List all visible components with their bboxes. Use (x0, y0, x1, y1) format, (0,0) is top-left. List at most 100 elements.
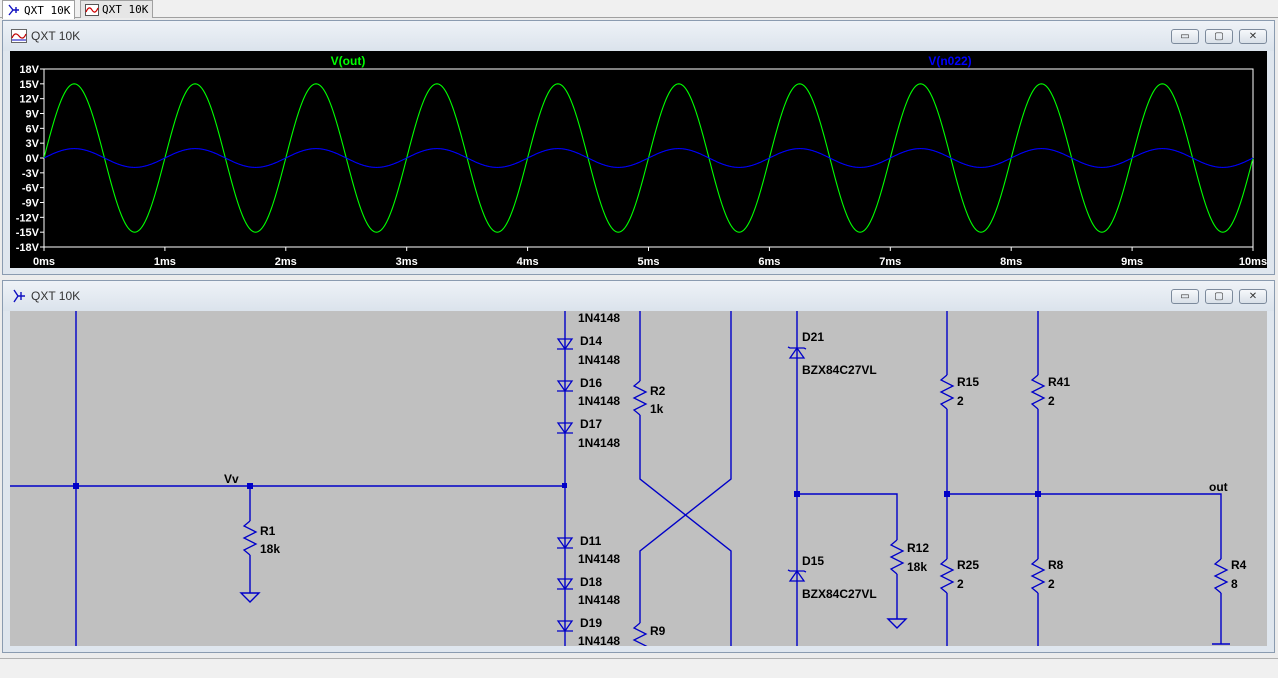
component-ref: D16 (580, 376, 602, 390)
resistor-r8[interactable]: R8 2 (1030, 558, 1064, 594)
component-ref: D18 (580, 575, 602, 589)
minimize-button[interactable]: ▭ (1171, 29, 1199, 44)
component-value: 1N4148 (578, 593, 620, 607)
schematic-window: QXT 10K ▭ ▢ ✕ .w { stroke: #0000c8; stro… (2, 280, 1275, 653)
waveform-icon (85, 3, 99, 16)
component-value: 1N4148 (578, 436, 620, 450)
ground-icon (239, 592, 261, 603)
tab-label: QXT 10K (24, 3, 71, 17)
net-label-out: out (1209, 480, 1228, 494)
component-ref: R8 (1048, 558, 1064, 572)
x-tick-label: 2ms (275, 256, 297, 268)
component-value: 18k (260, 542, 280, 556)
diode-d19[interactable]: D19 1N4148 (556, 616, 620, 646)
schematic-drawing[interactable]: .w { stroke: #0000c8; stroke-width: 1.4;… (10, 311, 1267, 646)
wire-out-net (947, 493, 1222, 559)
y-tick-label: 3V (26, 138, 40, 150)
resistor-r25[interactable]: R25 2 (939, 558, 979, 594)
resistor-r12[interactable]: R12 18k (886, 539, 929, 629)
y-tick-label: -6V (22, 183, 40, 195)
tab-waveform[interactable]: QXT 10K (80, 0, 154, 18)
component-ref: R41 (1048, 375, 1070, 389)
x-tick-label: 8ms (1000, 256, 1022, 268)
wire-cross-a (639, 415, 732, 646)
component-value: 2 (957, 394, 964, 408)
component-value: 1k (650, 402, 664, 416)
junction (73, 483, 79, 489)
waveform-chart[interactable]: 18V15V12V9V6V3V0V-3V-6V-9V-12V-15V-18V0m… (10, 51, 1269, 270)
component-ref: D11 (580, 534, 602, 548)
x-tick-label: 6ms (758, 256, 780, 268)
window-title: QXT 10K (31, 29, 81, 43)
component-value: 2 (1048, 394, 1055, 408)
component-ref: R4 (1231, 558, 1247, 572)
x-tick-label: 10ms (1239, 256, 1267, 268)
y-tick-label: 12V (19, 94, 39, 106)
diode-d11[interactable]: D11 1N4148 (556, 534, 620, 566)
close-button[interactable]: ✕ (1239, 289, 1267, 304)
net-label-vv: Vv (224, 472, 239, 486)
component-ref: R25 (957, 558, 979, 572)
component-value: 2 (1048, 577, 1055, 591)
component-ref: D19 (580, 616, 602, 630)
schematic-canvas[interactable]: .w { stroke: #0000c8; stroke-width: 1.4;… (10, 311, 1267, 646)
zener-d15[interactable]: D15 BZX84C27VL (787, 554, 877, 601)
minimize-button[interactable]: ▭ (1171, 289, 1199, 304)
restore-button[interactable]: ▢ (1205, 289, 1233, 304)
x-tick-label: 4ms (517, 256, 539, 268)
resistor-r41[interactable]: R41 2 (1030, 374, 1070, 410)
resistor-r1[interactable]: R1 18k (239, 486, 280, 603)
component-ref: R12 (907, 541, 929, 555)
minimize-icon: ▭ (1180, 291, 1190, 302)
y-tick-label: -3V (22, 168, 40, 180)
resistor-r15[interactable]: R15 2 (939, 374, 979, 410)
diode-top[interactable]: 1N4148 (578, 311, 620, 325)
waveform-window-titlebar[interactable]: QXT 10K ▭ ▢ ✕ (3, 21, 1274, 51)
diode-d14[interactable]: D14 1N4148 (556, 334, 620, 367)
close-button[interactable]: ✕ (1239, 29, 1267, 44)
component-ref: D17 (580, 417, 602, 431)
wire-cross-b (639, 311, 732, 623)
component-value: 1N4148 (578, 311, 620, 325)
component-ref: D21 (802, 330, 824, 344)
series-line-1 (43, 148, 1254, 168)
x-tick-label: 1ms (154, 256, 176, 268)
minimize-icon: ▭ (1180, 31, 1190, 42)
restore-button[interactable]: ▢ (1205, 29, 1233, 44)
x-tick-label: 0ms (33, 256, 55, 268)
component-value: 2 (957, 577, 964, 591)
schematic-icon (8, 4, 19, 16)
component-value: BZX84C27VL (802, 363, 877, 377)
zener-d21[interactable]: D21 BZX84C27VL (787, 330, 877, 377)
close-icon: ✕ (1248, 291, 1258, 302)
y-tick-label: 15V (19, 79, 39, 91)
component-ref: R9 (650, 624, 666, 638)
schematic-window-titlebar[interactable]: QXT 10K ▭ ▢ ✕ (3, 281, 1274, 311)
component-ref: R2 (650, 384, 666, 398)
component-ref: D14 (580, 334, 602, 348)
ground-icon (886, 618, 908, 629)
status-bar (0, 658, 1278, 678)
diode-d18[interactable]: D18 1N4148 (556, 575, 620, 607)
resistor-r4[interactable]: R4 8 (1212, 558, 1247, 645)
resistor-r2[interactable]: R2 1k (632, 380, 666, 416)
x-tick-label: 3ms (396, 256, 418, 268)
x-tick-label: 7ms (879, 256, 901, 268)
component-ref: R15 (957, 375, 979, 389)
diode-d16[interactable]: D16 1N4148 (556, 376, 620, 408)
document-tab-bar: QXT 10K QXT 10K (0, 0, 1278, 19)
component-value: 18k (907, 560, 927, 574)
window-title: QXT 10K (31, 289, 81, 303)
restore-icon: ▢ (1214, 291, 1224, 302)
diode-d17[interactable]: D17 1N4148 (556, 417, 620, 450)
component-value: 1N4148 (578, 634, 620, 646)
resistor-r9[interactable]: R9 (632, 622, 666, 646)
y-tick-label: 6V (26, 123, 40, 135)
y-tick-label: -18V (16, 242, 40, 254)
x-tick-label: 5ms (637, 256, 659, 268)
tab-schematic[interactable]: QXT 10K (2, 0, 76, 19)
close-icon: ✕ (1248, 31, 1258, 42)
